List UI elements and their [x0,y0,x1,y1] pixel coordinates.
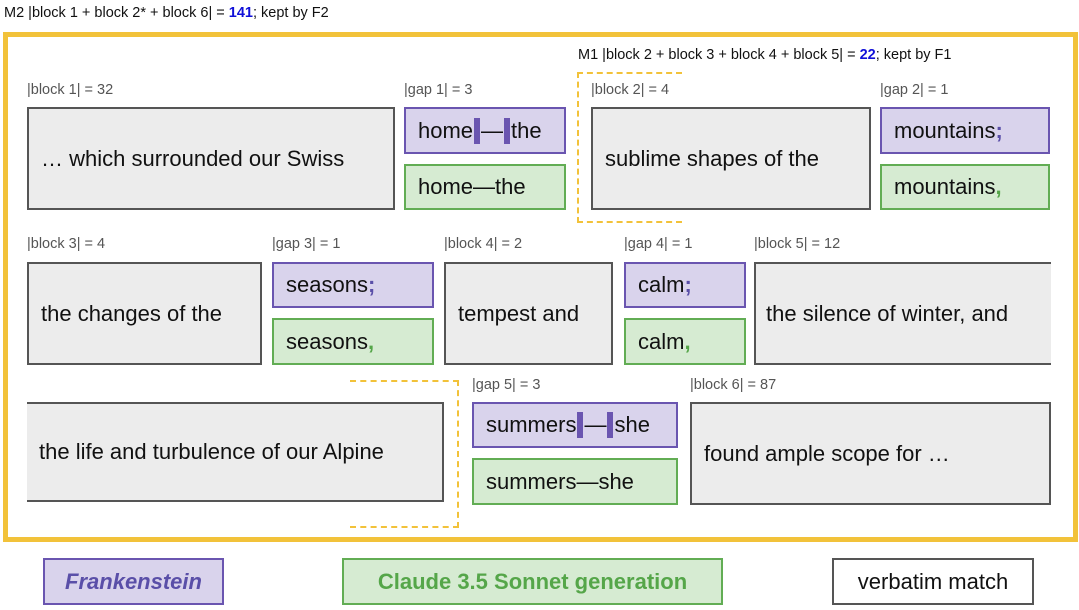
gap4-original-word: calm [638,272,685,297]
gap2-generation-word: mountains [894,174,996,199]
gap2-original-word: mountains [894,117,996,143]
block5-continuation-text: the life and turbulence of our Alpine [39,439,384,464]
gap5-original-word1: summers [486,412,577,437]
block1-text: … which surrounded our Swiss [41,145,345,171]
block2-box: sublime shapes of the [591,107,871,210]
block3-text: the changes of the [41,300,223,326]
gap4-generation-punct: , [684,328,691,354]
m2-frame [3,32,1078,542]
block4-label: |block 4| = 2 [444,236,523,252]
m2-count: 141 [228,5,253,21]
m1-caption: M1 |block 2 + block 3 + block 4 + block … [578,47,951,63]
block5-continuation-box: the life and turbulence of our Alpine [27,402,444,502]
gap4-generation-box: calm, [624,318,746,365]
gap4-original-box: calm; [624,262,746,308]
gap4-generation-word: calm [638,328,685,354]
gap1-generation-box: home—the [404,164,566,210]
m1-start-bracket [577,72,682,223]
gap5-generation-text: summers—she [486,468,634,494]
m1-end-bracket [350,380,459,528]
block3-box: the changes of the [27,262,262,365]
block4-text: tempest and [458,300,580,326]
gap3-original-punct: ; [367,272,376,297]
block2-label: |block 2| = 4 [591,82,670,98]
block5-text: the silence of winter, and [766,300,1009,326]
legend-generation-label: Claude 3.5 Sonnet generation [377,568,688,594]
legend-original: Frankenstein [43,558,224,605]
diff-marker [474,117,481,144]
gap5-original-dash: — [584,412,607,437]
gap1-original-dash: — [481,117,504,143]
gap2-original-box: mountains; [880,107,1050,154]
m2-caption-prefix: M2 |block 1 + block 2* + block 6| = [4,5,229,21]
gap1-original-word2: the [511,117,542,143]
gap2-original-punct: ; [995,117,1003,143]
gap5-generation-box: summers—she [472,458,678,505]
diff-marker [577,412,584,438]
m2-caption-suffix: ; kept by F2 [252,5,329,21]
gap2-generation-box: mountains, [880,164,1050,210]
m2-caption: M2 |block 1 + block 2* + block 6| = 141;… [4,5,329,21]
gap2-generation-punct: , [995,174,1002,199]
gap3-generation-punct: , [367,328,375,354]
block6-box: found ample scope for … [690,402,1051,505]
gap3-label: |gap 3| = 1 [272,236,341,252]
gap2-label: |gap 2| = 1 [880,82,949,98]
gap3-original-box: seasons; [272,262,434,308]
gap5-original-box: summers — she [472,402,678,448]
block6-text: found ample scope for … [704,440,950,466]
block2-text: sublime shapes of the [605,145,820,171]
gap3-generation-word: seasons [286,328,368,354]
m1-caption-suffix: ; kept by F1 [875,47,952,63]
gap5-label: |gap 5| = 3 [472,377,541,393]
gap5-original-word2: she [614,412,650,437]
m1-count: 22 [859,47,876,63]
gap3-generation-box: seasons, [272,318,434,365]
legend-original-label: Frankenstein [65,568,202,594]
legend-verbatim-label: verbatim match [857,568,1009,594]
gap4-original-punct: ; [684,272,692,297]
gap4-label: |gap 4| = 1 [624,236,693,252]
block5-box: the silence of winter, and [754,262,1051,365]
m1-caption-prefix: M1 |block 2 + block 3 + block 4 + block … [578,47,860,63]
diff-marker [504,117,511,144]
block1-box: … which surrounded our Swiss [27,107,395,210]
gap3-original-word: seasons [286,272,368,297]
block4-box: tempest and [444,262,613,365]
gap1-original-box: home — the [404,107,566,154]
block6-label: |block 6| = 87 [690,377,777,393]
block1-label: |block 1| = 32 [27,82,114,98]
gap1-original-word1: home [418,117,474,143]
legend-verbatim: verbatim match [832,558,1034,605]
block5-label: |block 5| = 12 [754,236,841,252]
block3-label: |block 3| = 4 [27,236,106,252]
gap1-label: |gap 1| = 3 [404,82,473,98]
diff-marker [607,412,614,438]
legend-generation: Claude 3.5 Sonnet generation [342,558,723,605]
gap1-generation-text: home—the [418,174,526,199]
